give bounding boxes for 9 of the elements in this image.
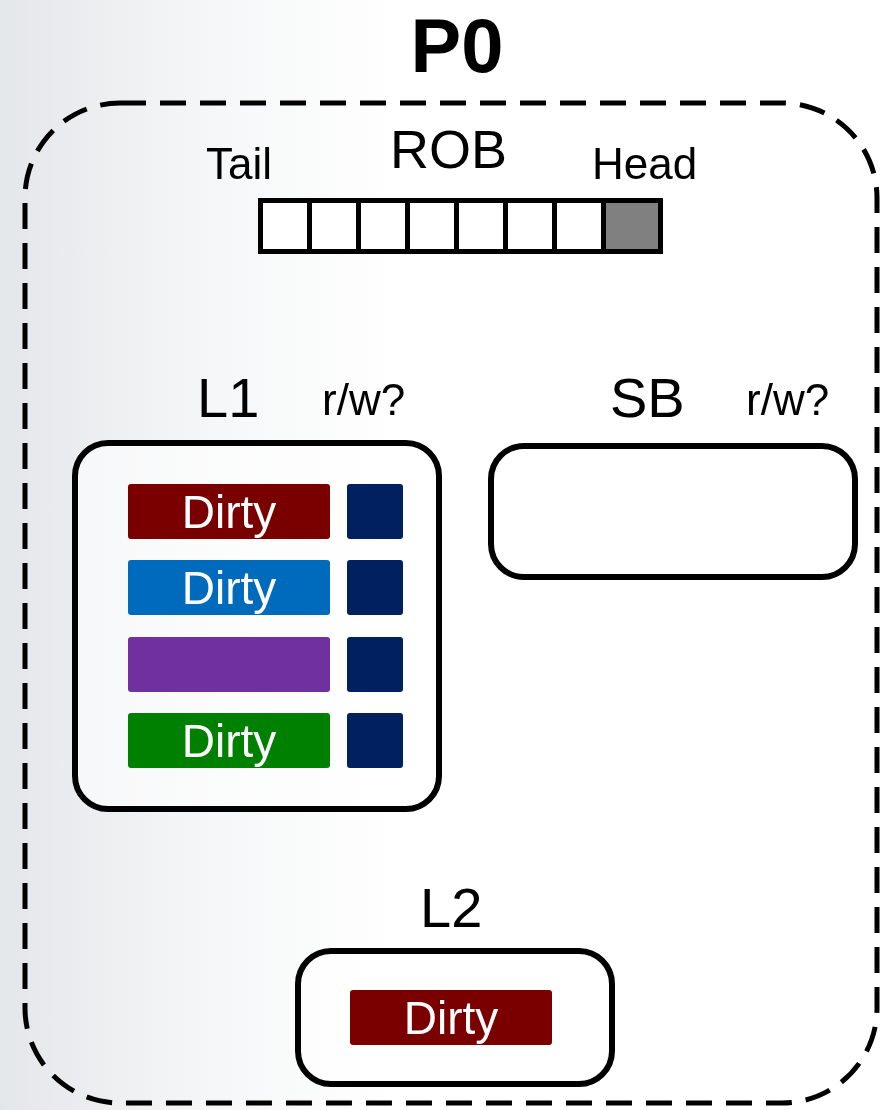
side-label: Head (592, 142, 698, 186)
cache-title: L1 (197, 370, 260, 426)
processor-title: P0 (409, 8, 505, 84)
queue-title: ROB (390, 122, 508, 176)
side-label: r/w? (746, 378, 830, 422)
cache-title: L2 (420, 880, 483, 936)
side-label: Tail (206, 142, 273, 186)
side-label: r/w? (322, 378, 406, 422)
cache-title: SB (610, 370, 685, 426)
